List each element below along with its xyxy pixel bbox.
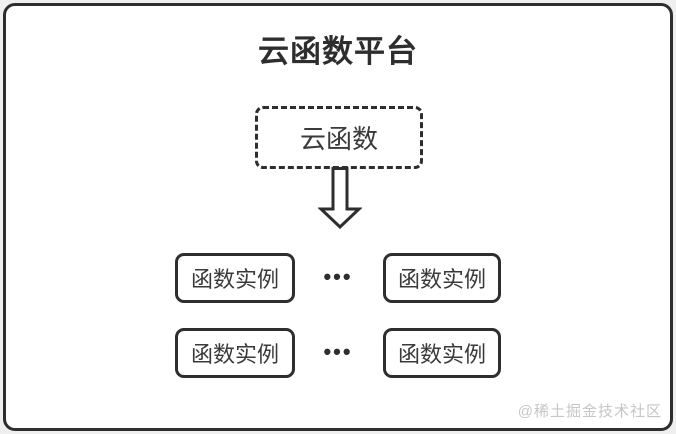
function-instance-node: 函数实例	[383, 328, 501, 378]
function-instance-node: 函数实例	[383, 253, 501, 303]
down-arrow-icon	[318, 167, 362, 229]
function-instance-label: 函数实例	[190, 267, 279, 292]
ellipsis-row-1: •••	[323, 264, 353, 289]
function-instance-node: 函数实例	[175, 328, 295, 378]
ellipsis-row-2: •••	[323, 339, 353, 364]
function-instance-label: 函数实例	[190, 342, 279, 367]
diagram-title: 云函数平台	[258, 34, 418, 69]
cloud-function-node: 云函数	[255, 106, 423, 169]
function-instance-label: 函数实例	[397, 342, 486, 367]
cloud-function-label: 云函数	[299, 124, 378, 154]
function-instance-label: 函数实例	[397, 267, 486, 292]
function-instance-node: 函数实例	[175, 253, 295, 303]
watermark: @稀土掘金技术社区	[517, 403, 662, 420]
